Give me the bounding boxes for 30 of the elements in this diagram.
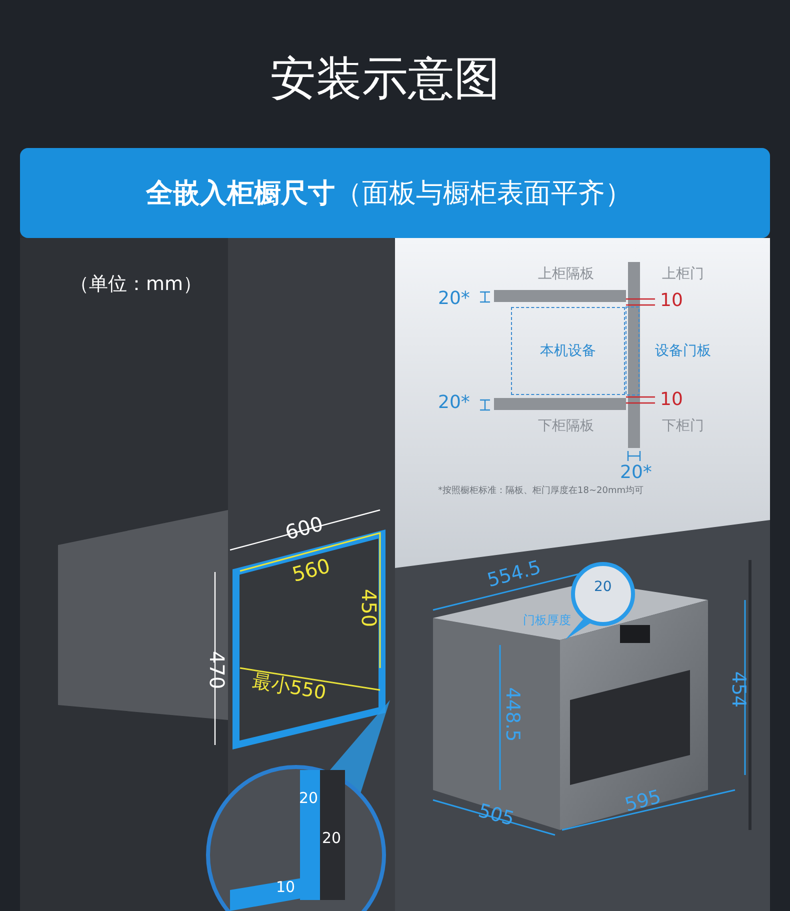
dimension-label: 20* xyxy=(438,394,470,412)
card-heading: 全嵌入柜橱尺寸（面板与橱柜表面平齐） xyxy=(146,180,632,207)
part-label: 上柜门 xyxy=(662,267,704,281)
dimension-label: 20* xyxy=(438,290,470,308)
unit-note: （单位：mm） xyxy=(70,275,202,294)
dimension-label: 448.5 xyxy=(502,687,522,742)
dimension-label: 560 xyxy=(290,555,332,585)
part-label: 设备门板 xyxy=(655,344,711,358)
dimension-label: 20* xyxy=(620,464,652,482)
dimension-label: 505 xyxy=(476,802,516,830)
page-title: 安装示意图 xyxy=(270,55,500,101)
appliance-outline-box xyxy=(511,307,625,395)
part-label: 上柜隔板 xyxy=(538,267,594,281)
dimension-label: 454 xyxy=(728,671,748,708)
dimension-label: 450 xyxy=(359,588,380,628)
dimension-label: 10 xyxy=(660,292,683,310)
dimension-label: 20 xyxy=(299,791,318,806)
dimension-label: 20 xyxy=(322,831,342,846)
part-label: 下柜隔板 xyxy=(538,419,594,433)
footnote: *按照橱柜标准：隔板、柜门厚度在18~20mm均可 xyxy=(438,487,644,496)
dimension-label: 20 xyxy=(594,580,612,594)
callout-label: 门板厚度 xyxy=(523,614,571,626)
dimension-label: 600 xyxy=(283,513,326,543)
part-label: 下柜门 xyxy=(662,419,704,433)
dimension-label: 10 xyxy=(276,880,296,895)
dimension-label: 554.5 xyxy=(485,558,543,591)
box-label: 本机设备 xyxy=(540,342,596,360)
dimension-label: 10 xyxy=(660,391,683,409)
dimension-label: 595 xyxy=(623,788,664,816)
dimension-label: 最小550 xyxy=(250,672,328,704)
